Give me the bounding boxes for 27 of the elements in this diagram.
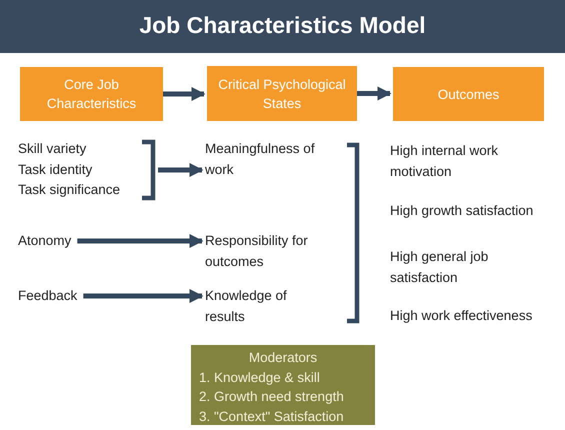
characteristic-text: Skill variety [18, 140, 86, 158]
header-box: Outcomes [393, 67, 544, 121]
arrow [83, 289, 204, 303]
arrow [77, 234, 204, 248]
outcome-text: High general job satisfaction [390, 248, 490, 286]
state-text: Knowledge of results [205, 286, 315, 328]
arrow [357, 86, 392, 100]
characteristic-text: Task identity [18, 160, 92, 179]
state-text: Responsibility for outcomes [205, 231, 335, 273]
characteristic-text: Feedback [18, 286, 78, 307]
state-text: Meaningfulness of work [205, 139, 335, 181]
outcome-text: High work effectiveness [390, 307, 532, 325]
moderator-item: 1. Knowledge & skill [199, 368, 320, 387]
characteristic-text: Task significance [18, 181, 120, 199]
moderators-heading: Moderators [248, 349, 318, 367]
arrow [163, 87, 206, 101]
moderator-item: 3. "Context" Satisfaction [199, 408, 344, 426]
header-box: Critical Psychological States [207, 66, 357, 121]
outcome-text: High internal work motivation [390, 142, 500, 180]
header-box: Core Job Characteristics [20, 67, 163, 121]
moderators-box [191, 345, 375, 425]
title: Job Characteristics Model [138, 12, 427, 39]
outcome-text: High growth satisfaction [390, 202, 534, 220]
bracketed-group [18, 139, 158, 201]
arrow [158, 163, 204, 177]
moderator-item: 2. Growth need strength [199, 388, 344, 406]
characteristic-text: Atonomy [18, 231, 72, 252]
